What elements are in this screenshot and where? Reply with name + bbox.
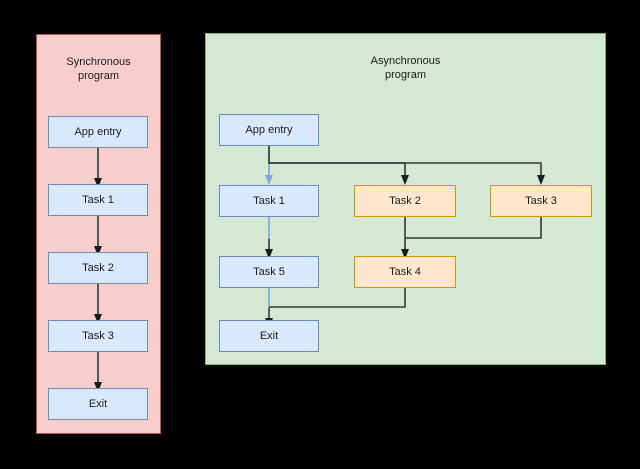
node-async-exit[interactable]: Exit bbox=[219, 320, 319, 352]
node-label: App entry bbox=[245, 124, 293, 136]
node-sync-task-2[interactable]: Task 2 bbox=[48, 252, 148, 284]
node-label: Exit bbox=[259, 330, 279, 342]
node-label: App entry bbox=[74, 126, 122, 138]
node-label: Exit bbox=[88, 398, 108, 410]
node-label: Task 4 bbox=[389, 266, 421, 278]
node-label: Task 1 bbox=[82, 194, 114, 206]
asynchronous-program-title: Asynchronous program bbox=[370, 55, 441, 81]
node-sync-task-3[interactable]: Task 3 bbox=[48, 320, 148, 352]
node-label: Task 5 bbox=[253, 266, 285, 278]
node-sync-task-1[interactable]: Task 1 bbox=[48, 184, 148, 216]
node-label: Task 2 bbox=[389, 195, 421, 207]
node-label: Task 3 bbox=[82, 330, 114, 342]
node-label: Task 3 bbox=[525, 195, 557, 207]
node-label: Task 2 bbox=[82, 262, 114, 274]
synchronous-program-title: Synchronous program bbox=[66, 56, 131, 82]
node-async-app-entry[interactable]: App entry bbox=[219, 114, 319, 146]
node-async-task-3[interactable]: Task 3 bbox=[490, 185, 592, 217]
node-sync-app-entry[interactable]: App entry bbox=[48, 116, 148, 148]
node-async-task-5[interactable]: Task 5 bbox=[219, 256, 319, 288]
node-async-task-2[interactable]: Task 2 bbox=[354, 185, 456, 217]
synchronous-program-container[interactable]: Synchronous program bbox=[36, 34, 161, 434]
node-async-task-1[interactable]: Task 1 bbox=[219, 185, 319, 217]
node-sync-exit[interactable]: Exit bbox=[48, 388, 148, 420]
node-label: Task 1 bbox=[253, 195, 285, 207]
node-async-task-4[interactable]: Task 4 bbox=[354, 256, 456, 288]
